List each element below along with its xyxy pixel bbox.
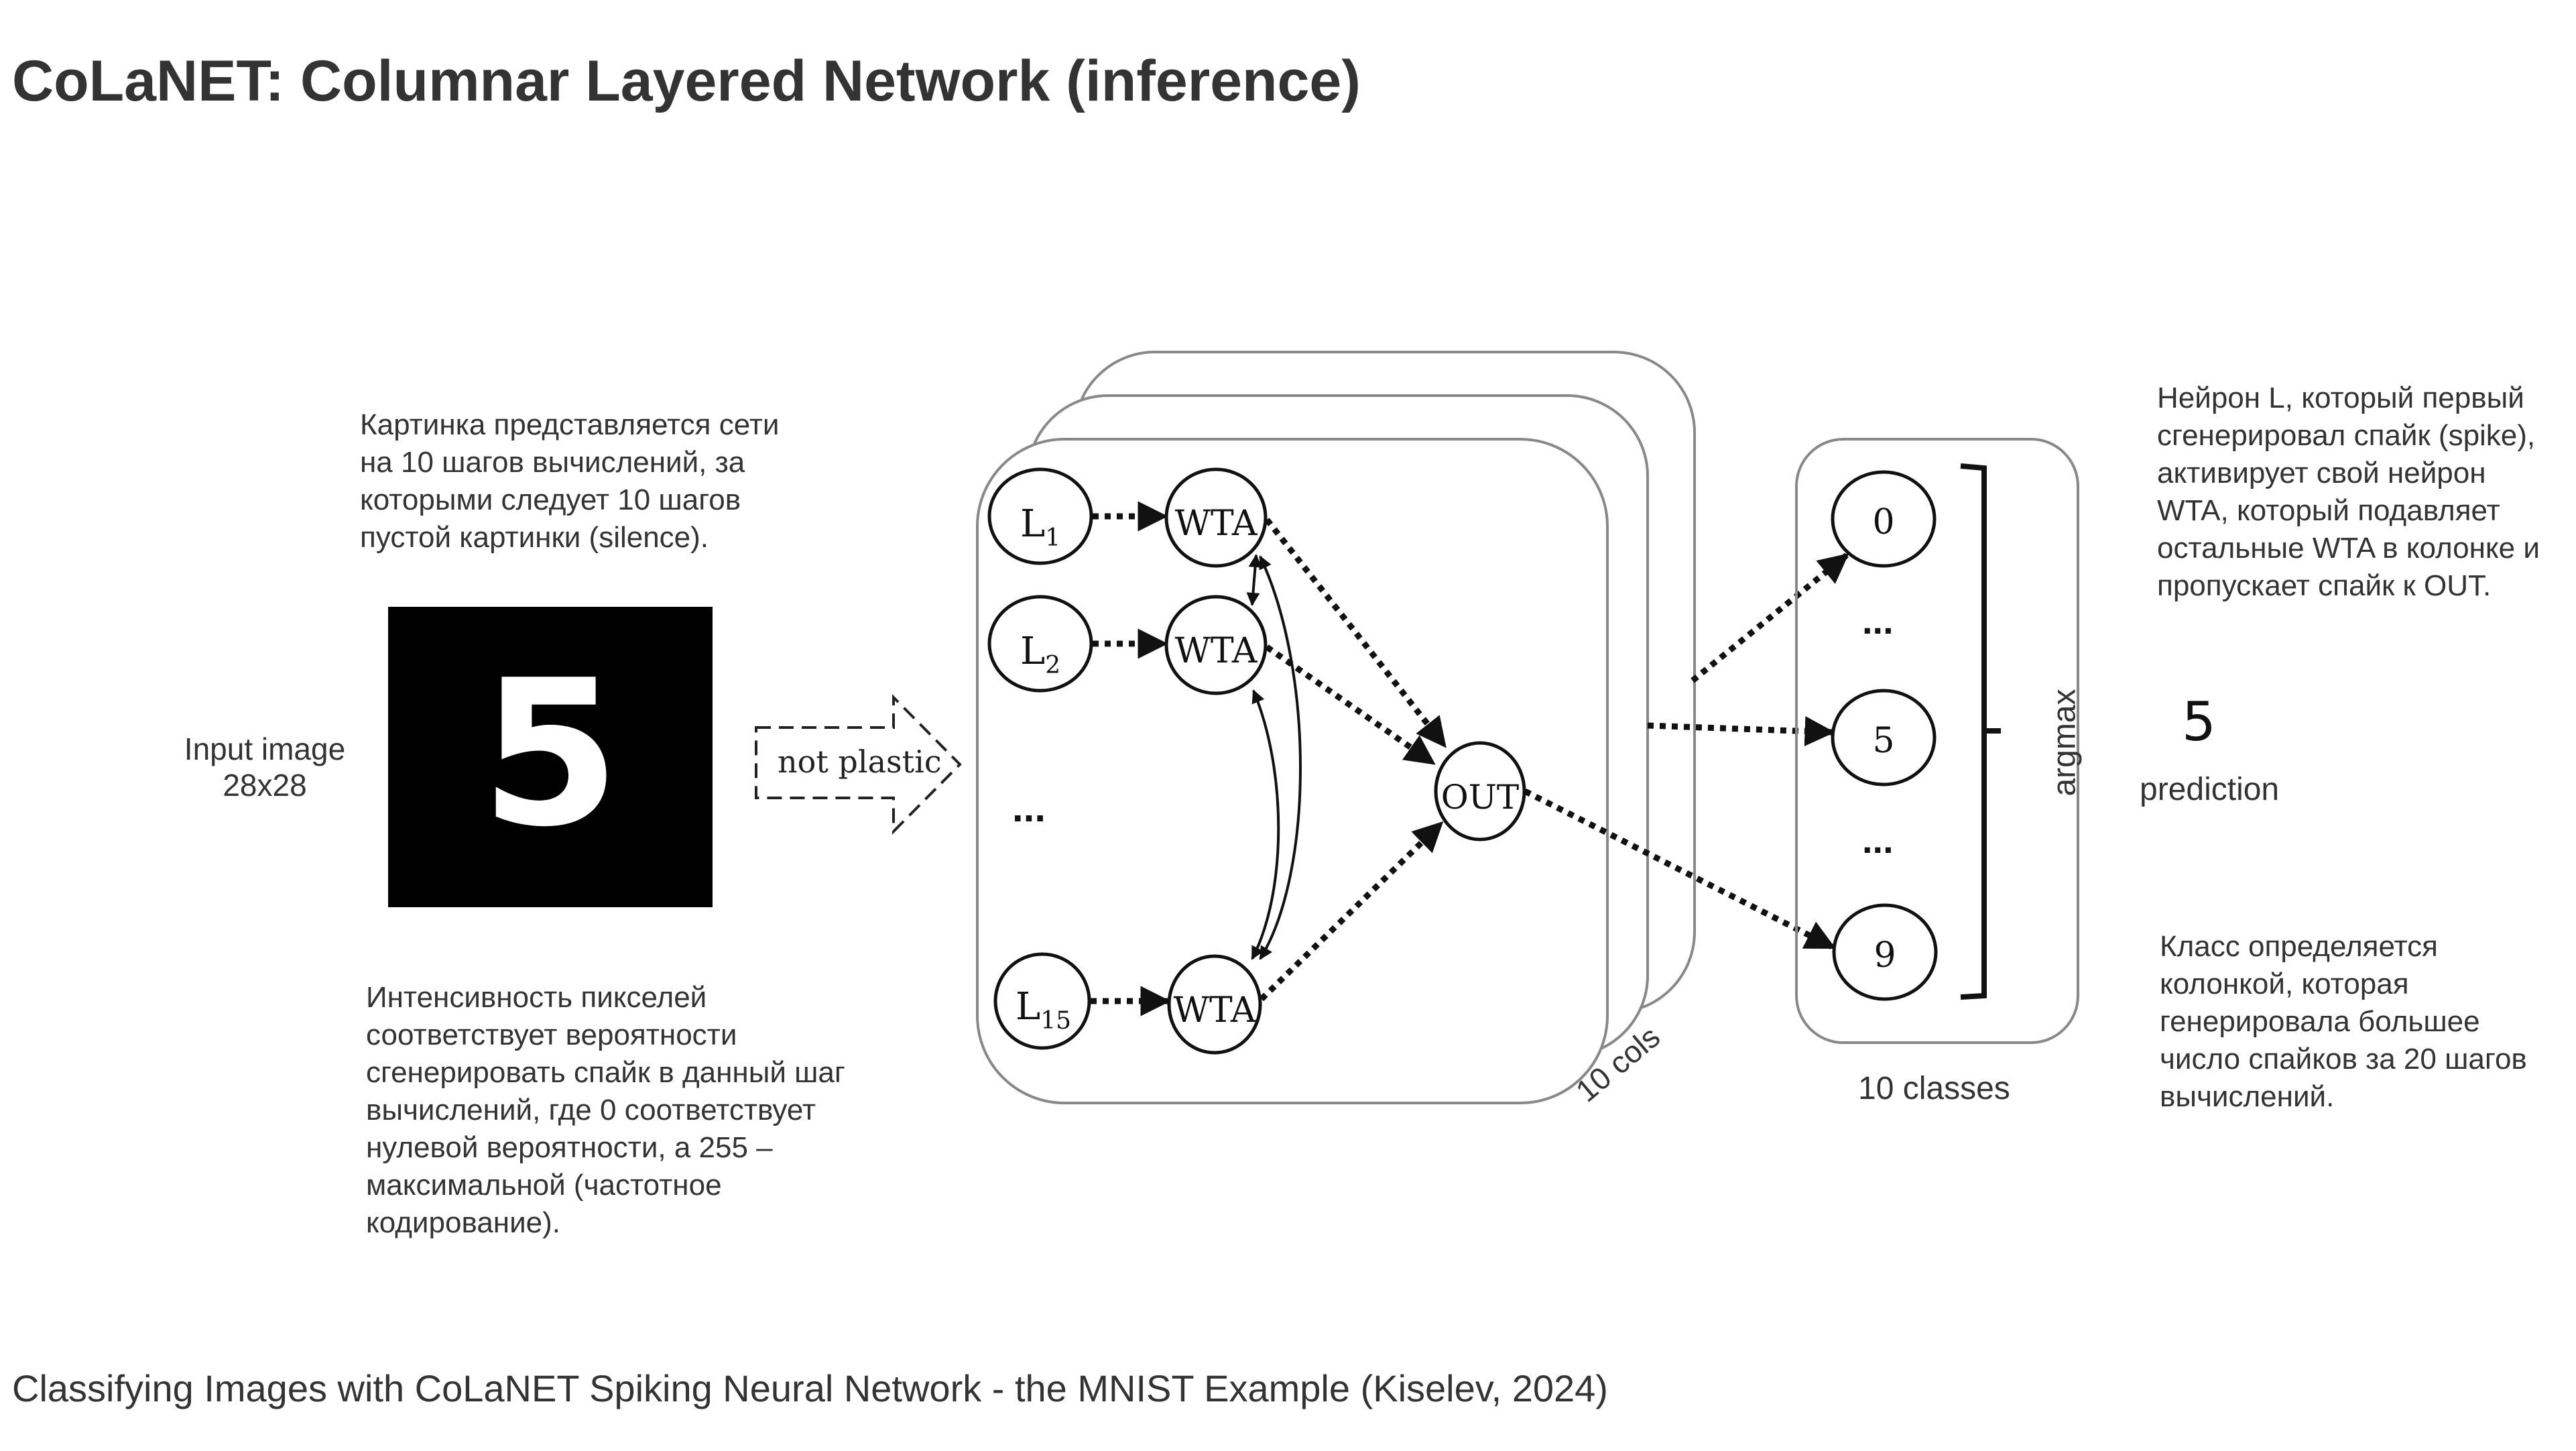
l-node-15: L15 [993, 952, 1091, 1050]
page-title: CoLaNET: Columnar Layered Network (infer… [12, 49, 1361, 113]
edge-wta2-wta15-inhibit [1251, 689, 1280, 960]
note-class-decision: Класс определяется колонкой, которая ген… [2160, 930, 2527, 1113]
classes-panel [1795, 438, 2079, 1044]
wta-node-15: WTA [1167, 954, 1262, 1055]
svg-text:5: 5 [1872, 721, 1894, 761]
edge-wta1-wta2-inhibit [1246, 554, 1262, 606]
argmax-label: argmax [2046, 689, 2083, 797]
prediction-label: prediction [2140, 772, 2280, 807]
class-node-9: 9 [1832, 903, 1938, 1001]
l-node-2: L2 [987, 595, 1093, 693]
column-panel-front [976, 438, 1609, 1104]
class-node-5: 5 [1831, 689, 1937, 787]
l-node-1: L1 [987, 467, 1093, 565]
classes-ellipsis-top: ... [1862, 599, 1894, 642]
classes-ellipsis-bottom: ... [1862, 819, 1894, 861]
note-rate-coding: Интенсивность пикселей соответствует вер… [366, 981, 845, 1239]
svg-text:OUT: OUT [1441, 778, 1519, 817]
input-image-label: Input image 28x28 [184, 732, 346, 803]
class-node-0: 0 [1831, 470, 1937, 568]
wta-node-1: WTA [1164, 467, 1268, 568]
classes-count-label: 10 classes [1858, 1071, 2010, 1106]
prediction-value: 5 [2182, 691, 2216, 753]
out-node: OUT [1434, 741, 1526, 841]
svg-text:L2: L2 [1020, 630, 1060, 679]
edge-wta1-wta15-inhibit [1259, 555, 1302, 960]
svg-text:L1: L1 [1020, 502, 1060, 552]
input-digit: 5 [480, 637, 621, 871]
l-nodes-ellipsis: ... [1012, 785, 1046, 830]
svg-text:L15: L15 [1016, 985, 1071, 1035]
edge-wta2-out [1265, 644, 1436, 766]
edge-column-class-0 [1691, 553, 1849, 683]
argmax-bracket [1960, 463, 2001, 1000]
svg-text:WTA: WTA [1174, 990, 1257, 1031]
edge-wta15-out [1259, 821, 1444, 1002]
svg-text:0: 0 [1872, 502, 1894, 542]
not-plastic-label: not plastic [778, 744, 942, 780]
svg-text:9: 9 [1874, 935, 1896, 976]
svg-text:WTA: WTA [1175, 631, 1258, 671]
note-input-presentation: Картинка представляется сети на 10 шагов… [360, 408, 780, 554]
input-image: 5 [388, 607, 713, 907]
not-plastic-arrow: not plastic [755, 694, 962, 835]
citation-footer: Classifying Images with CoLaNET Spiking … [12, 1367, 1608, 1409]
edge-out-class-9 [1523, 788, 1837, 951]
svg-text:WTA: WTA [1175, 504, 1258, 544]
note-wta-mechanism: Нейрон L, который первый сгенерировал сп… [2157, 382, 2540, 602]
wta-node-2: WTA [1164, 595, 1268, 695]
